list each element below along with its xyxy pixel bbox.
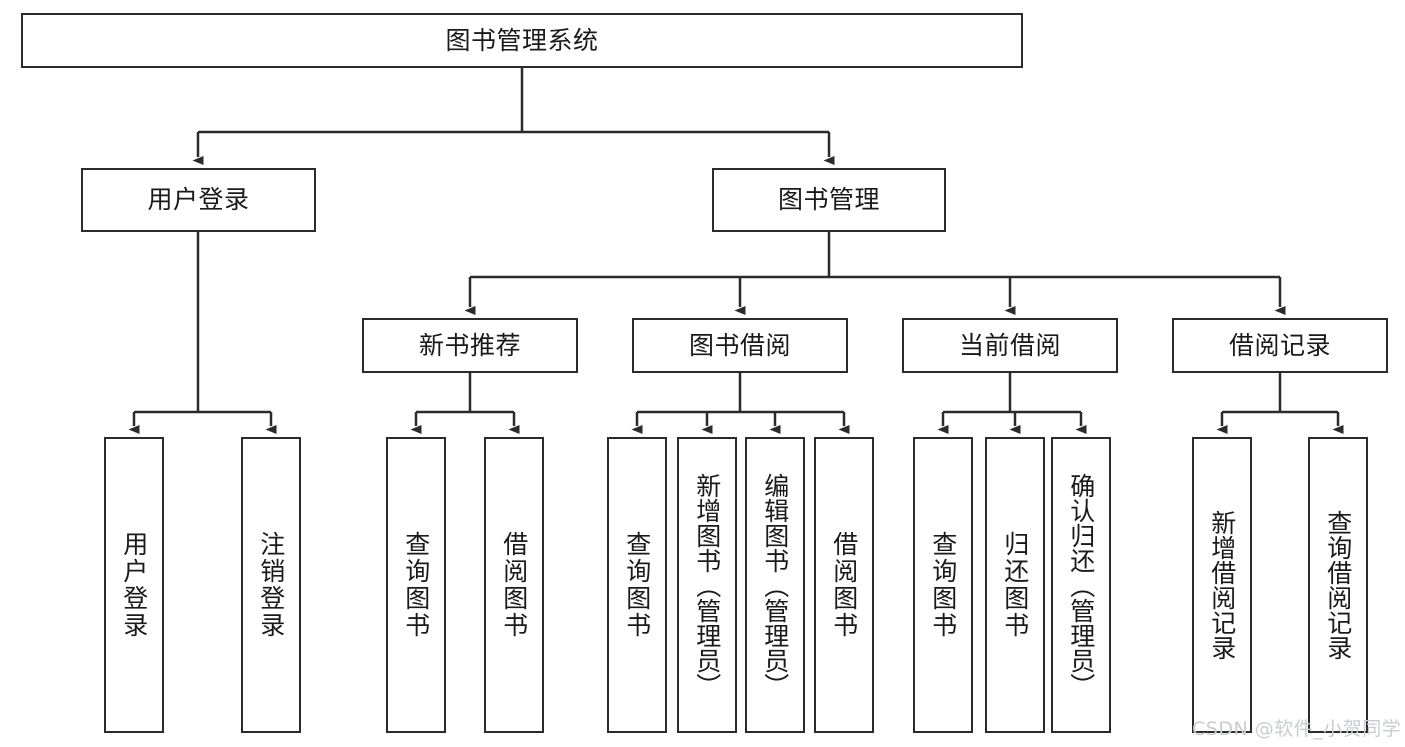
node-level3-4[interactable]: 借阅记录 bbox=[1172, 318, 1388, 373]
node-leaf-4[interactable]: 借阅图书 bbox=[484, 437, 544, 733]
node-level3-1[interactable]: 新书推荐 bbox=[362, 318, 578, 373]
node-leaf-11[interactable]: 确认归还（管理员） bbox=[1051, 437, 1111, 733]
node-level2-1[interactable]: 用户登录 bbox=[81, 168, 316, 232]
node-leaf-2[interactable]: 注销登录 bbox=[241, 437, 301, 733]
csdn-watermark: CSDN @软件_小贺同学 bbox=[1192, 718, 1402, 740]
node-leaf-13[interactable]: 查询借阅记录 bbox=[1308, 437, 1368, 733]
node-leaf-12[interactable]: 新增借阅记录 bbox=[1192, 437, 1252, 733]
node-leaf-6[interactable]: 新增图书（管理员） bbox=[677, 437, 737, 733]
node-level3-3[interactable]: 当前借阅 bbox=[902, 318, 1118, 373]
node-leaf-10[interactable]: 归还图书 bbox=[985, 437, 1045, 733]
node-leaf-1[interactable]: 用户登录 bbox=[104, 437, 164, 733]
node-level2-2[interactable]: 图书管理 bbox=[712, 168, 946, 232]
node-leaf-3[interactable]: 查询图书 bbox=[386, 437, 446, 733]
node-leaf-8[interactable]: 借阅图书 bbox=[814, 437, 874, 733]
node-root-book-management-system[interactable]: 图书管理系统 bbox=[21, 13, 1023, 68]
node-leaf-5[interactable]: 查询图书 bbox=[607, 437, 667, 733]
node-leaf-7[interactable]: 编辑图书（管理员） bbox=[745, 437, 805, 733]
node-leaf-9[interactable]: 查询图书 bbox=[913, 437, 973, 733]
node-level3-2[interactable]: 图书借阅 bbox=[632, 318, 848, 373]
